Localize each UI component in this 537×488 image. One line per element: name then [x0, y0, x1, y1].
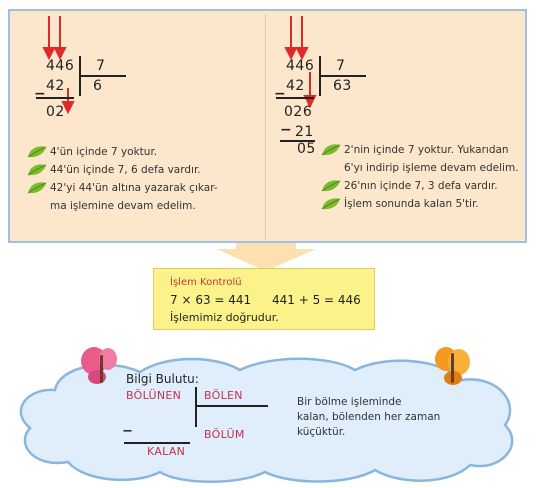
leaf-icon — [27, 163, 47, 177]
check-title: İşlem Kontrolü — [170, 277, 242, 288]
quotient-label: BÖLÜM — [204, 428, 245, 441]
left-remainder: 02 — [46, 104, 65, 120]
left-note-1: 4'ün içinde 7 yoktur. — [50, 146, 158, 158]
left-note-3: 42'yi 44'ün altına yazarak çıkar- — [50, 182, 218, 194]
left-dividend: 446 — [46, 58, 75, 74]
right-dividend: 446 — [286, 58, 315, 74]
right-divisor: 7 — [336, 58, 346, 74]
leaf-icon — [321, 143, 341, 157]
right-partial-dividend: 026 — [284, 104, 313, 120]
right-note-1: 2'nin içinde 7 yoktur. Yukarıdan — [344, 144, 509, 156]
panel-divider — [265, 14, 266, 239]
right-note-4: İşlem sonunda kalan 5'tir. — [344, 198, 479, 210]
cloud-minus-sign: − — [122, 424, 133, 439]
cloud-division-vertical-line — [195, 387, 197, 427]
left-quotient: 6 — [93, 78, 103, 94]
left-divisor: 7 — [96, 58, 106, 74]
right-subtraction-line-2 — [280, 140, 315, 142]
cloud-info-3: küçüktür. — [297, 426, 346, 438]
leaf-icon — [321, 179, 341, 193]
step-arrows-right — [284, 16, 317, 109]
right-subtraction-line-1 — [276, 97, 314, 99]
cloud-division-horizontal-line — [196, 405, 268, 407]
leaf-icon — [321, 197, 341, 211]
right-note-2: 6'yı indirip işleme devam edelim. — [344, 162, 519, 174]
right-minus-sign-2: − — [280, 122, 293, 138]
cloud-info-1: Bir bölme işleminde — [297, 396, 402, 408]
right-quotient: 63 — [333, 78, 352, 94]
leaf-icon — [27, 145, 47, 159]
left-note-2: 44'ün içinde 7, 6 defa vardır. — [50, 164, 201, 176]
remainder-label: KALAN — [147, 445, 186, 458]
leaf-icon — [27, 181, 47, 195]
right-remainder: 05 — [297, 141, 316, 157]
check-equation-2: 441 + 5 = 446 — [272, 293, 361, 307]
left-minus-sign: − — [34, 86, 47, 102]
left-note-4: ma işlemine devam edelim. — [50, 200, 196, 212]
right-division-horizontal-line — [320, 75, 366, 77]
cloud-title: Bilgi Bulutu: — [126, 372, 199, 386]
down-arrow-icon — [216, 243, 316, 271]
right-subtrahend-1: 42 — [286, 78, 305, 94]
left-subtrahend: 42 — [46, 78, 65, 94]
step-arrows-left — [42, 16, 75, 115]
check-conclusion: İşlemimiz doğrudur. — [170, 311, 279, 324]
right-subtrahend-2: 21 — [295, 124, 314, 140]
cloud-shape — [19, 357, 514, 483]
left-subtraction-line — [36, 97, 74, 99]
dividend-label: BÖLÜNEN — [126, 389, 182, 402]
left-division-vertical-line — [79, 56, 81, 96]
example-panel — [8, 9, 527, 243]
butterfly-icon — [435, 347, 470, 385]
butterfly-icon — [81, 347, 117, 384]
left-division-horizontal-line — [80, 75, 126, 77]
check-box — [153, 268, 375, 330]
cloud-info-2: kalan, bölenden her zaman — [297, 411, 441, 423]
cloud-subtraction-line — [124, 442, 190, 444]
divisor-label: BÖLEN — [204, 389, 243, 402]
right-minus-sign-1: − — [274, 86, 287, 102]
right-note-3: 26'nın içinde 7, 3 defa vardır. — [344, 180, 498, 192]
right-division-vertical-line — [319, 56, 321, 96]
check-equation-1: 7 × 63 = 441 — [170, 293, 252, 307]
